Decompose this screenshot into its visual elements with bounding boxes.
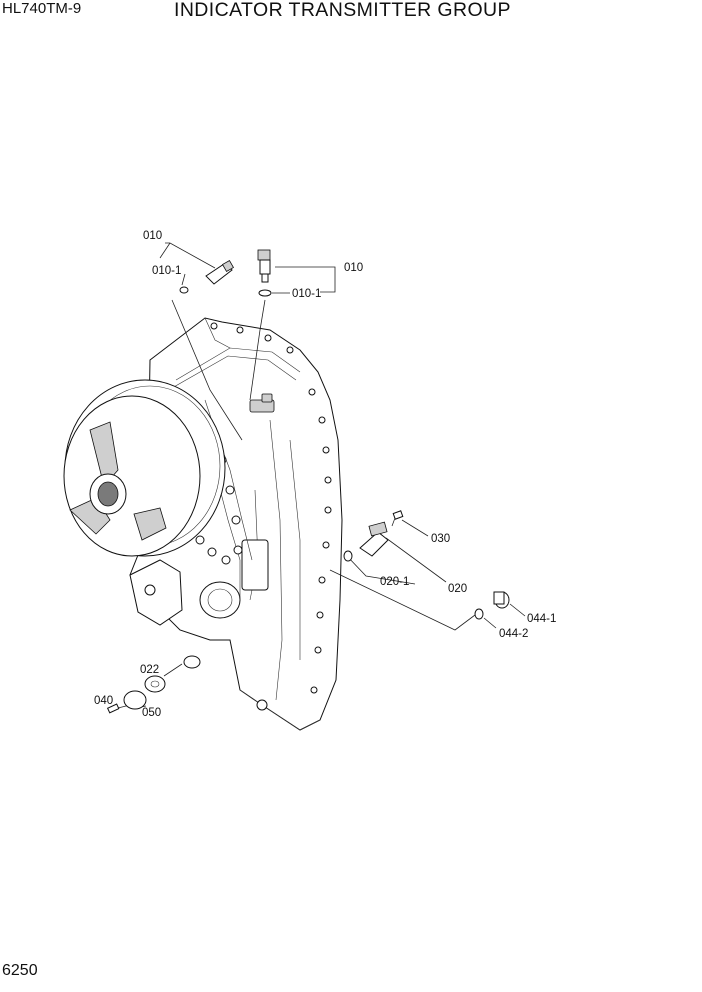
o-ring-044-2	[474, 608, 484, 620]
leader-lines	[117, 242, 526, 709]
gasket-050	[144, 675, 166, 693]
plug-044-1	[493, 591, 510, 609]
sensor-010-left	[205, 259, 235, 285]
callout-010-right: 010	[344, 262, 363, 274]
sensor-010-right	[257, 249, 271, 283]
flange-bolts	[210, 322, 332, 694]
o-ring-010-1-left	[179, 286, 189, 294]
callout-044-2: 044-2	[499, 628, 528, 640]
callout-010-left: 010	[143, 230, 162, 242]
callout-050: 050	[142, 707, 161, 719]
page-title: INDICATOR TRANSMITTER GROUP	[174, 0, 511, 21]
callout-020-1: 020-1	[380, 576, 409, 588]
callout-010-1-right: 010-1	[292, 288, 321, 300]
callout-040: 040	[94, 695, 113, 707]
cover-050	[123, 690, 147, 710]
converter-housing	[63, 379, 226, 557]
callout-044-1: 044-1	[527, 613, 556, 625]
o-ring-020-1	[343, 550, 353, 562]
sensor-020	[359, 521, 389, 557]
o-ring-010-1-right	[258, 289, 272, 297]
callout-010-1-left: 010-1	[152, 265, 181, 277]
callout-022: 022	[140, 664, 159, 676]
bolt-040	[106, 703, 120, 714]
plate-022	[183, 655, 201, 669]
callout-020: 020	[448, 583, 467, 595]
callout-labels: 010 010-1 010 010-1 030 020 020-1 044-1 …	[94, 230, 556, 719]
page-number: 6250	[2, 962, 38, 979]
bolt-030	[391, 510, 404, 527]
callout-030: 030	[431, 533, 450, 545]
model-code: HL740TM-9	[2, 0, 82, 17]
